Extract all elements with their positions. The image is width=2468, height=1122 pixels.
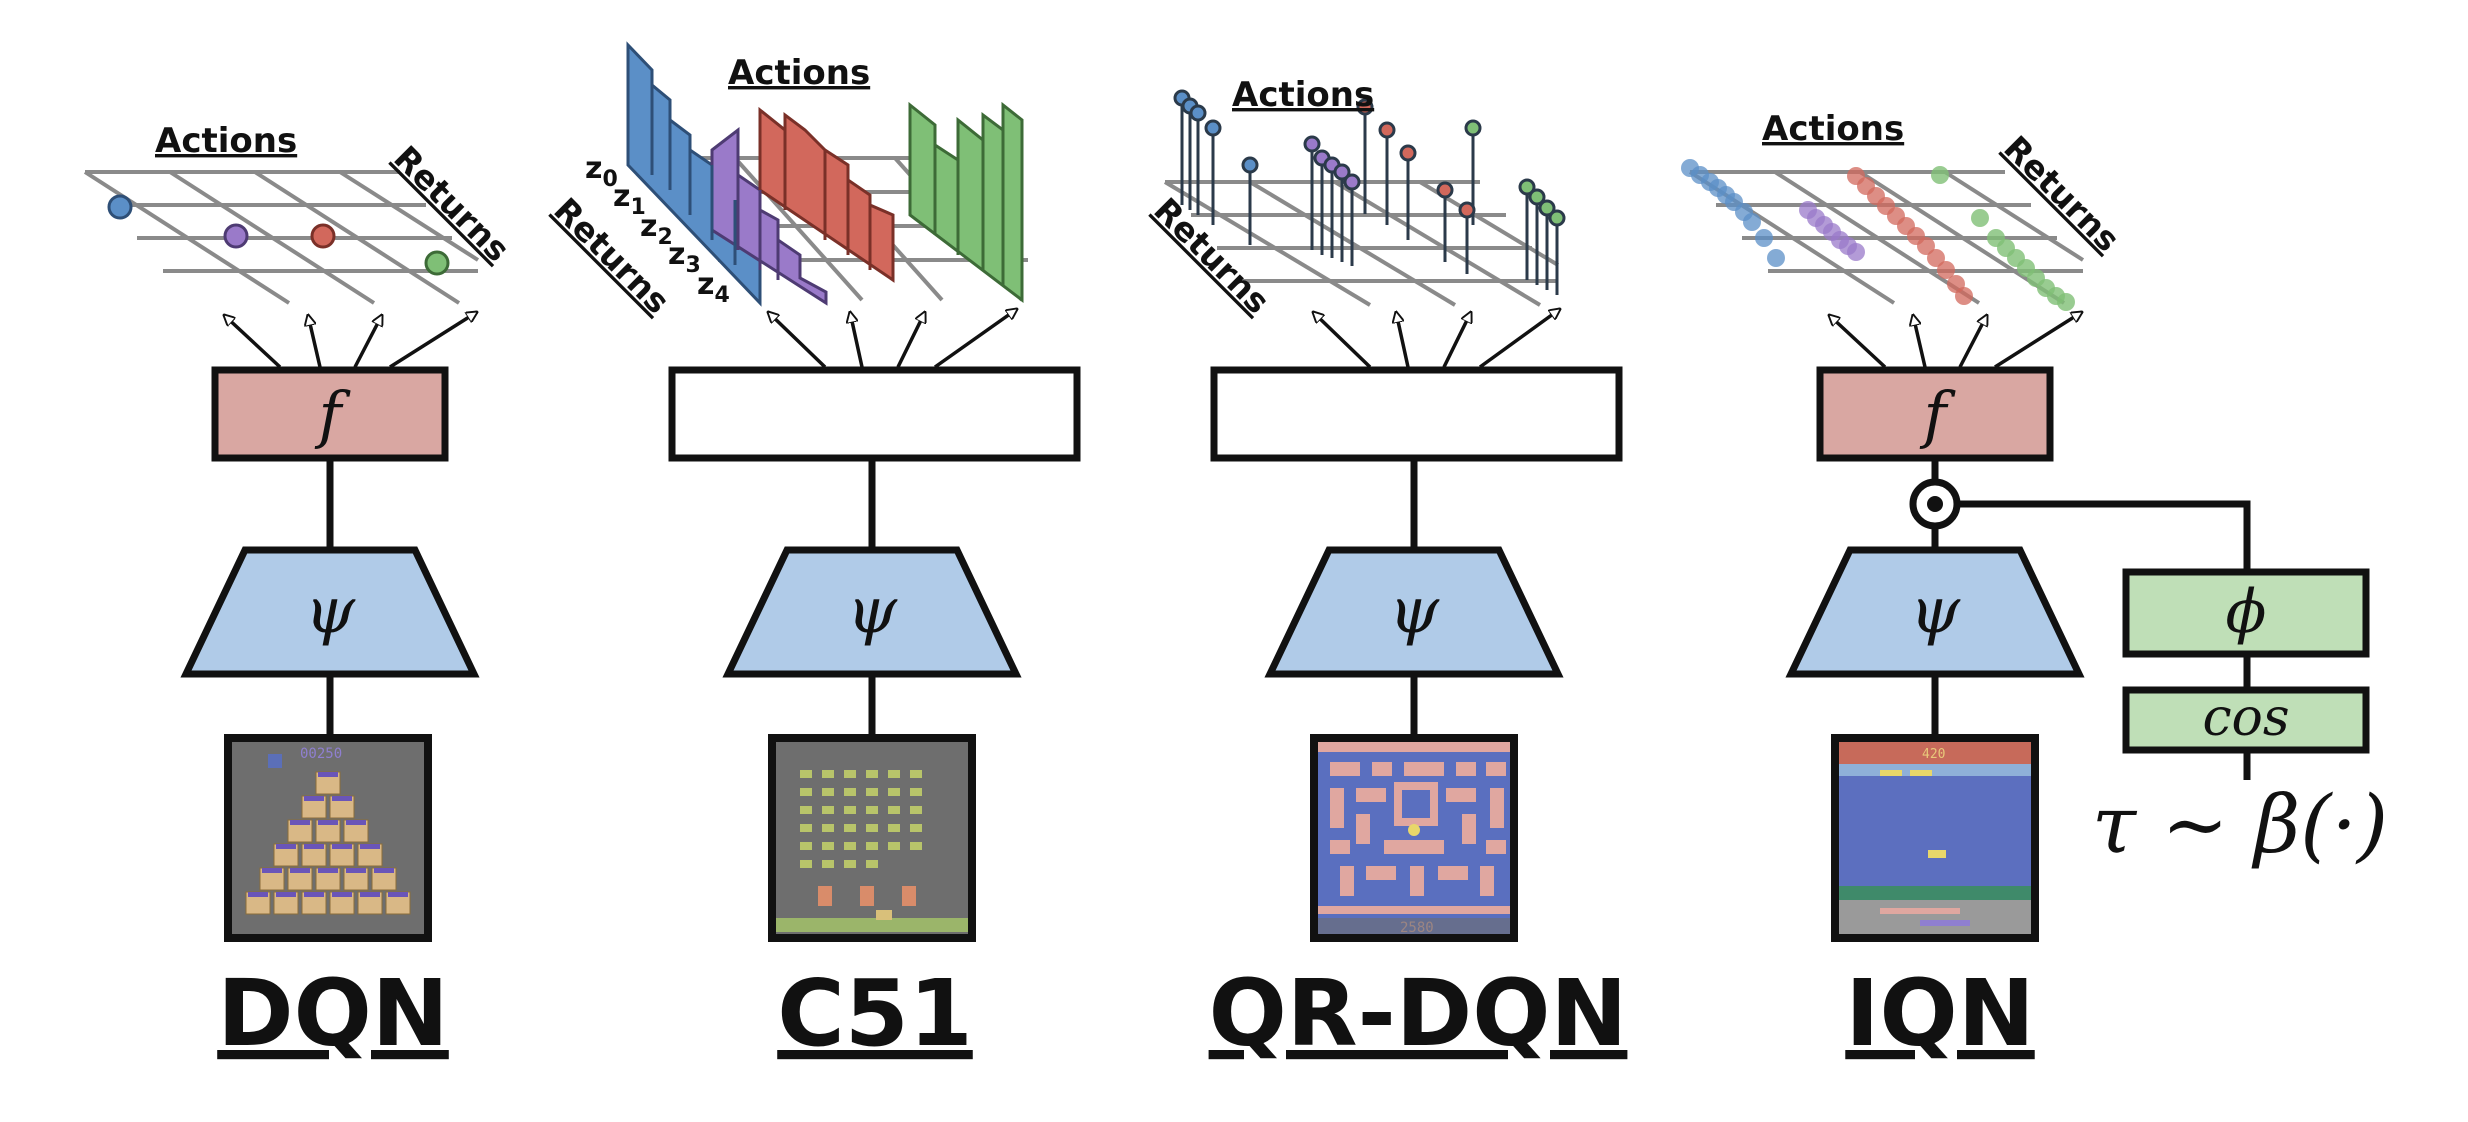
- qrdqn-quantile-point: [1378, 121, 1396, 139]
- dqn-output-arrows: [224, 312, 477, 369]
- c51-column: Actions Returns z0 z1 z2 z3 z4 ψ: [546, 41, 1081, 1067]
- dqn-q-value-point: [107, 194, 133, 220]
- qrdqn-quantile-point: [1538, 199, 1556, 217]
- c51-distribution-green: [908, 101, 1024, 304]
- svg-text:420: 420: [1922, 747, 1945, 762]
- qrdqn-quantile-point: [1528, 188, 1546, 206]
- qrdqn-quantile-stems: [1180, 98, 1559, 295]
- qrdqn-quantile-point: [1458, 201, 1476, 219]
- qrdqn-quantile-point: [1436, 181, 1454, 199]
- iqn-psi-symbol: ψ: [1910, 574, 1961, 648]
- dqn-psi-encoder: [180, 546, 480, 678]
- dqn-column: Actions Returns f ψ 00250: [83, 121, 518, 1067]
- qrdqn-quantile-point: [1343, 173, 1361, 191]
- iqn-phi-box: [2122, 568, 2370, 658]
- iqn-grid: [1688, 170, 2085, 305]
- iqn-f-head-box: [1816, 366, 2054, 462]
- c51-actions-label: Actions: [728, 53, 870, 93]
- iqn-phi-symbol: ϕ: [2226, 577, 2267, 647]
- iqn-output-arrows: [1829, 312, 2082, 369]
- dqn-q-value-point: [310, 223, 336, 249]
- iqn-embedding-connector: [1957, 500, 2251, 572]
- iqn-samples-red: [1847, 167, 1973, 305]
- dqn-f-head-box: [211, 366, 449, 462]
- qrdqn-atari-screen-ms-pacman: 2580: [1310, 734, 1518, 942]
- iqn-atari-screen-seaquest: 420: [1831, 734, 2039, 942]
- dqn-grid: [83, 170, 480, 305]
- qrdqn-quantile-point: [1241, 156, 1259, 174]
- dqn-psi-symbol: ψ: [305, 574, 356, 648]
- iqn-samples-green: [1931, 166, 2075, 311]
- c51-returns-label: Returns: [546, 190, 677, 321]
- qrdqn-quantile-point: [1333, 163, 1351, 181]
- qrdqn-quantile-point: [1399, 144, 1417, 162]
- iqn-model-label: IQN: [1845, 960, 2034, 1067]
- iqn-psi-encoder: [1785, 546, 2085, 678]
- c51-atom-z0: z0: [585, 151, 618, 192]
- qrdqn-quantile-point: [1464, 119, 1482, 137]
- c51-psi-symbol: ψ: [847, 574, 898, 648]
- dqn-actions-label: Actions: [155, 121, 297, 161]
- svg-text:00250: 00250: [300, 746, 342, 762]
- qrdqn-column: Actions Returns ψ 2580: [1146, 75, 1627, 1067]
- c51-atari-screen-space-invaders: [768, 734, 976, 942]
- c51-atom-z4: z4: [697, 267, 730, 308]
- qrdqn-psi-symbol: ψ: [1389, 574, 1440, 648]
- c51-psi-encoder: [722, 546, 1022, 678]
- c51-output-arrows: [768, 309, 1017, 369]
- qrdqn-quantile-point: [1189, 104, 1207, 122]
- iqn-cos-label: cos: [2202, 688, 2289, 748]
- qrdqn-model-label: QR-DQN: [1209, 960, 1628, 1067]
- qrdqn-quantile-point: [1548, 209, 1566, 227]
- qrdqn-quantile-point: [1303, 135, 1321, 153]
- hadamard-product-icon: [1909, 478, 1961, 530]
- dqn-model-label: DQN: [217, 960, 449, 1067]
- dqn-q-value-point: [223, 223, 249, 249]
- qrdqn-quantile-point: [1356, 98, 1374, 116]
- iqn-actions-label: Actions: [1762, 109, 1904, 149]
- qrdqn-actions-label: Actions: [1232, 75, 1374, 115]
- iqn-tau-sampling-label: τ ∼ β(·): [2092, 778, 2388, 871]
- qrdqn-output-arrows: [1313, 309, 1560, 369]
- dqn-q-value-point: [424, 250, 450, 276]
- c51-head-box: [668, 366, 1081, 462]
- iqn-column: Actions Returns f ψ ϕ cos τ ∼ β(·): [1681, 109, 2388, 1067]
- c51-model-label: C51: [777, 960, 973, 1067]
- c51-atom-z3: z3: [668, 237, 701, 278]
- qrdqn-quantile-point: [1518, 178, 1536, 196]
- c51-atom-z2: z2: [640, 209, 673, 250]
- iqn-samples-purple: [1799, 201, 1865, 261]
- c51-atom-z1: z1: [613, 179, 646, 220]
- dqn-atari-screen-qbert: 00250: [224, 734, 432, 942]
- qrdqn-head-box: [1210, 366, 1623, 462]
- qrdqn-psi-encoder: [1264, 546, 1564, 678]
- qrdqn-quantile-point: [1204, 119, 1222, 137]
- iqn-samples-blue: [1681, 159, 1785, 267]
